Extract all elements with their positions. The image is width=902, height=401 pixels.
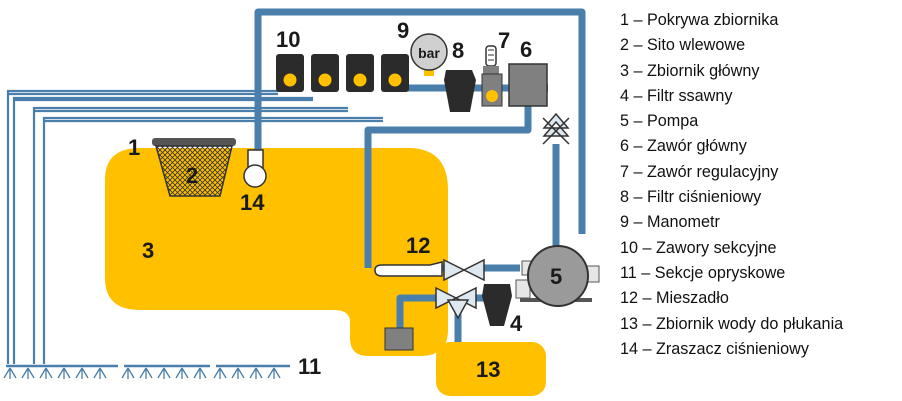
label-9: 9	[397, 18, 409, 43]
mixer	[374, 261, 443, 277]
label-2: 2	[186, 163, 198, 188]
legend-item: 4 – Filtr ssawny	[620, 86, 733, 105]
regulating-valve	[481, 45, 503, 107]
spray-nozzle	[93, 367, 107, 379]
pump	[515, 245, 600, 307]
legend-item: 9 – Manometr	[620, 213, 720, 232]
pressure-sprayer	[243, 149, 267, 188]
spray-nozzle	[57, 367, 71, 379]
rinse-water-tank	[436, 342, 546, 396]
spray-sections	[3, 364, 290, 379]
label-7: 7	[498, 28, 510, 53]
spray-nozzle	[121, 367, 135, 379]
gauge-unit-label: bar	[418, 45, 440, 61]
manometer: bar	[410, 33, 448, 76]
spray-nozzle	[139, 367, 153, 379]
spray-nozzle	[39, 367, 53, 379]
section-valve-2	[311, 54, 339, 92]
filler-sieve	[155, 145, 233, 197]
spray-nozzle	[21, 367, 35, 379]
label-5: 5	[550, 264, 562, 289]
legend-item: 7 – Zawór regulacyjny	[620, 162, 779, 181]
legend-item: 12 – Mieszadło	[620, 289, 729, 308]
legend-item: 13 – Zbiornik wody do płukania	[620, 314, 844, 333]
valves	[435, 112, 570, 320]
section-valves	[276, 54, 409, 92]
spray-nozzles	[3, 367, 281, 379]
legend-item: 10 – Zawory sekcyjne	[620, 238, 777, 257]
spray-nozzle	[213, 367, 227, 379]
legend: 1 – Pokrywa zbiornika 2 – Sito wlewowe 3…	[620, 8, 898, 362]
spray-nozzle	[267, 367, 281, 379]
legend-item: 11 – Sekcje opryskowe	[620, 263, 786, 282]
spray-nozzle	[75, 367, 89, 379]
tank-lid	[152, 138, 236, 146]
spray-nozzle	[249, 367, 263, 379]
pressure-filter	[444, 70, 476, 112]
main-valve	[508, 63, 548, 107]
label-4: 4	[510, 311, 523, 336]
valve-mixer	[443, 258, 485, 282]
legend-item: 6 – Zawór główny	[620, 137, 747, 156]
spray-nozzle	[157, 367, 171, 379]
suction-filter	[482, 284, 512, 326]
section-valve-3	[346, 54, 374, 92]
suction-outlet	[384, 327, 414, 351]
spray-nozzle	[175, 367, 189, 379]
label-10: 10	[276, 27, 300, 52]
valve-return	[542, 112, 570, 145]
spray-nozzle	[231, 367, 245, 379]
legend-item: 14 – Zraszacz ciśnieniowy	[620, 339, 809, 358]
label-13: 13	[476, 357, 500, 382]
label-11: 11	[298, 354, 321, 379]
legend-item: 3 – Zbiornik główny	[620, 61, 760, 80]
valve-rinse	[446, 299, 470, 320]
label-6: 6	[520, 37, 532, 62]
label-14: 14	[240, 190, 265, 215]
spray-nozzle	[193, 367, 207, 379]
sprayer-diagram: bar	[3, 8, 600, 396]
legend-item: 2 – Sito wlewowe	[620, 36, 746, 55]
legend-item: 1 – Pokrywa zbiornika	[620, 11, 779, 29]
spray-nozzle	[3, 367, 17, 379]
section-valve-1	[276, 54, 304, 92]
label-8: 8	[452, 38, 464, 63]
section-valve-4	[381, 54, 409, 92]
boom-pipes	[6, 89, 383, 364]
main-tank	[105, 148, 448, 356]
label-12: 12	[406, 233, 430, 258]
label-3: 3	[142, 238, 154, 263]
label-1: 1	[128, 135, 140, 160]
legend-item: 8 – Filtr ciśnieniowy	[620, 188, 762, 207]
legend-item: 5 – Pompa	[620, 112, 699, 131]
